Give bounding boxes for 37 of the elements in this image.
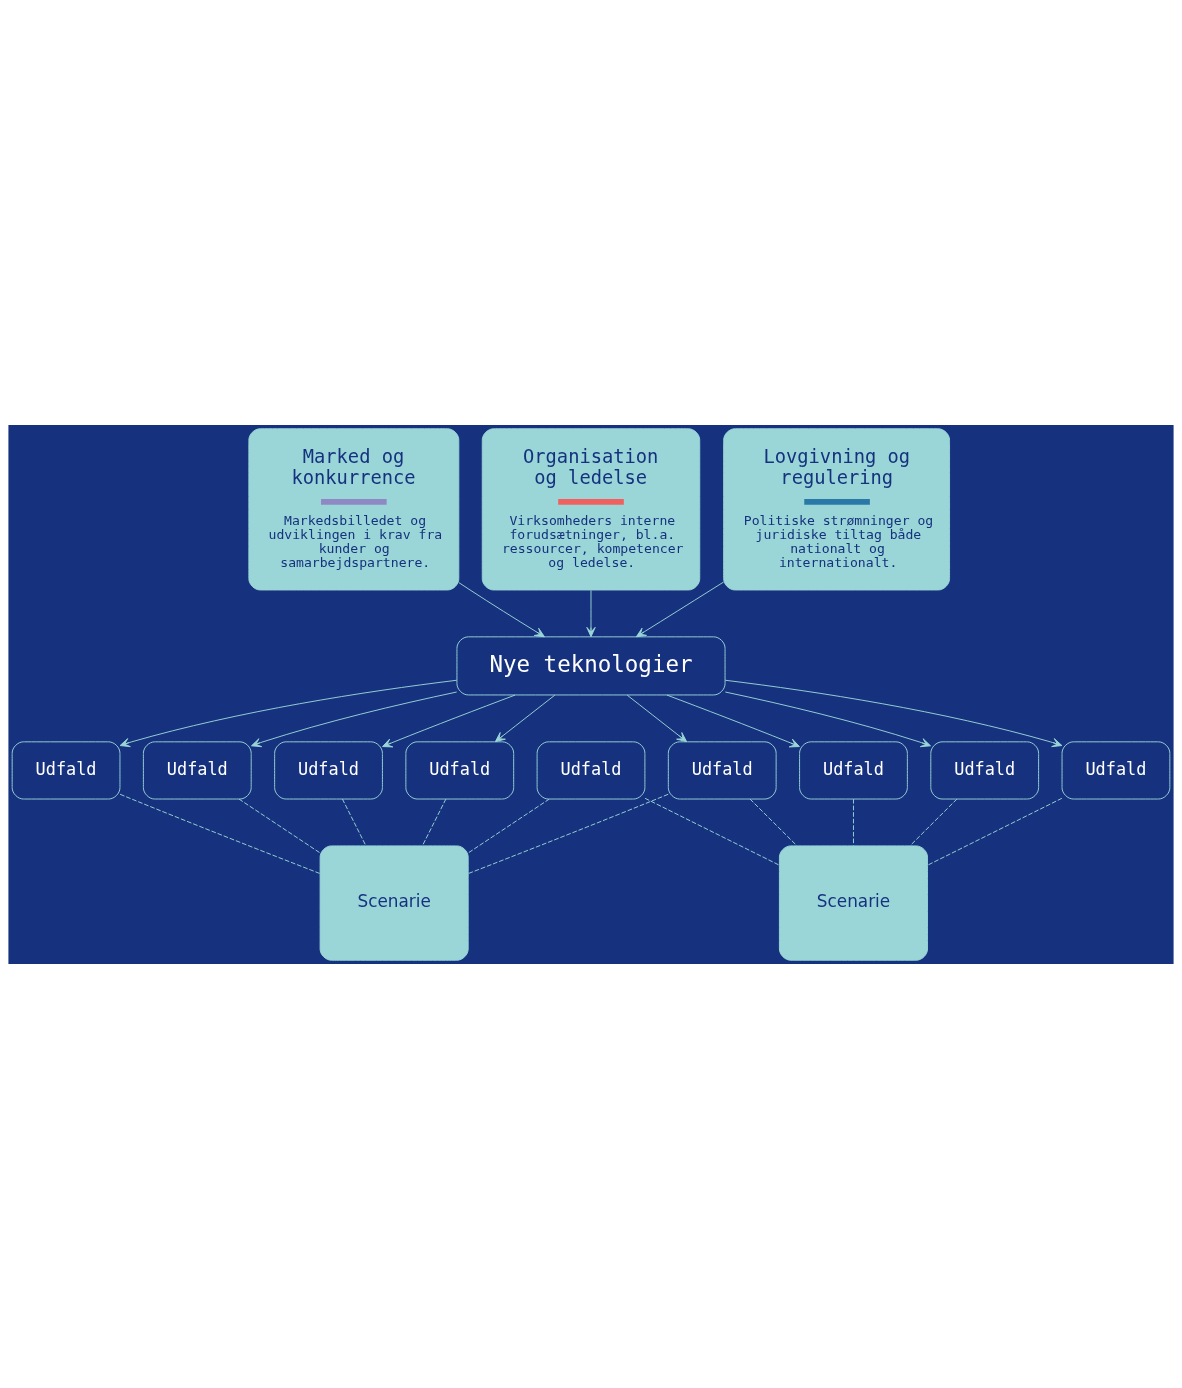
node-box: Scenarie [778, 844, 928, 961]
arrow [458, 581, 545, 637]
node-box: Udfald [11, 740, 121, 799]
node-box: Lovgivning og regulering Politiske strømninger og juridiske tiltag både nationalt og internationalt. [723, 427, 950, 590]
node-box: Udfald [799, 740, 908, 799]
node-box: Organisation og ledelse Virksomheders interne forudsætninger, bl.a. ressourcer, kompetencer og ledelse. [481, 427, 701, 590]
arrow [626, 694, 688, 742]
connector [341, 798, 367, 846]
connector [853, 798, 854, 846]
node-box: Udfald [1061, 740, 1171, 799]
connector [422, 798, 447, 846]
node-box: Udfald [405, 740, 515, 799]
arrow [635, 581, 725, 637]
connector [909, 798, 958, 846]
arrow [724, 679, 1063, 747]
connector [119, 793, 321, 874]
arrow [382, 694, 516, 747]
node-box: Udfald [142, 740, 252, 799]
connector [467, 793, 669, 874]
arrow [494, 694, 556, 742]
node-box: Marked og konkurrence Markedsbilledet og udviklingen i krav fra kunder og samarbejdspartnere. [248, 427, 460, 590]
connector [927, 797, 1063, 866]
node-box: Scenarie [319, 844, 469, 961]
node-box: Udfald [930, 740, 1040, 799]
node-box: Udfald [274, 740, 383, 799]
node-box: Udfald [536, 740, 646, 799]
arrow [251, 691, 458, 747]
arrow [119, 679, 458, 747]
connector [467, 798, 550, 853]
connector [238, 798, 321, 853]
arrow [724, 691, 931, 747]
arrow [586, 589, 596, 637]
node-box: Nye teknologier [456, 635, 726, 695]
node-box: Udfald [667, 740, 777, 799]
connector [644, 797, 780, 866]
connector [749, 798, 798, 846]
arrow [666, 694, 800, 747]
